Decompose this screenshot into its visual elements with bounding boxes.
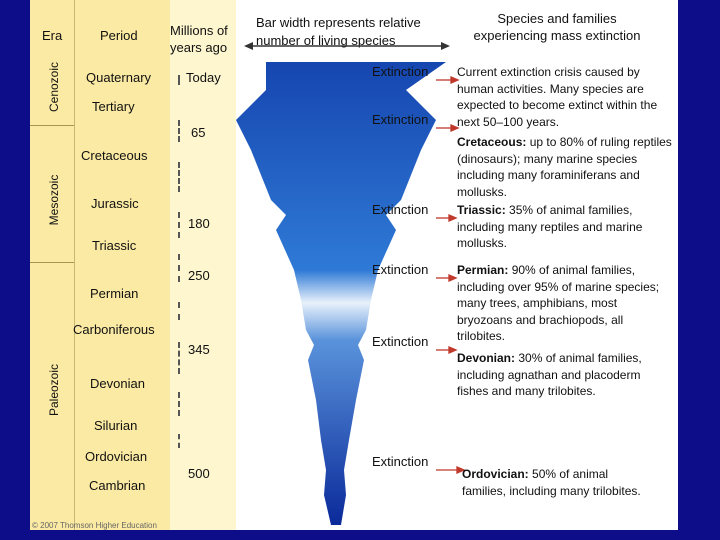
extinction-label-current: Extinction xyxy=(372,64,429,79)
dash-line xyxy=(178,392,180,416)
period-ordovician: Ordovician xyxy=(85,449,148,464)
era-header: Era xyxy=(42,28,63,43)
mya-header: Millions of years ago xyxy=(170,23,228,55)
mya-500: 500 xyxy=(188,466,210,481)
period-carboniferous: Carboniferous xyxy=(73,322,155,337)
extinction-label-devonian: Extinction xyxy=(372,334,429,349)
extinction-label-permian: Extinction xyxy=(372,262,429,277)
desc-current: Current extinction crisis caused by huma… xyxy=(457,65,658,129)
dash-line xyxy=(178,162,180,192)
mya-column xyxy=(170,0,236,530)
era-divider xyxy=(30,262,74,263)
era-cenozoic: Cenozoic xyxy=(47,61,61,113)
dash-line xyxy=(178,212,180,238)
dash-line xyxy=(178,75,180,85)
period-cretaceous: Cretaceous xyxy=(81,148,148,163)
extinction-label-cretaceous: Extinction xyxy=(372,112,429,127)
dash-line xyxy=(178,342,180,374)
period-header: Period xyxy=(100,28,138,43)
era-paleozoic: Paleozoic xyxy=(47,363,61,417)
period-cambrian: Cambrian xyxy=(89,478,146,493)
desc-ordovician: Ordovician: 50% of animal families, incl… xyxy=(462,467,641,498)
species-title: Species and families experiencing mass e… xyxy=(473,11,641,43)
extinction-label-triassic: Extinction xyxy=(372,202,429,217)
dash-line xyxy=(178,302,180,320)
slide: Era Period Millions of years ago Cenozoi… xyxy=(30,0,678,530)
mya-180: 180 xyxy=(188,216,210,231)
dash-line xyxy=(178,254,180,282)
desc-cretaceous: Cretaceous: up to 80% of ruling reptiles… xyxy=(457,135,672,199)
funnel-shape xyxy=(236,62,446,525)
era-divider xyxy=(30,125,74,126)
period-jurassic: Jurassic xyxy=(91,196,139,211)
period-silurian: Silurian xyxy=(94,418,138,433)
dash-line xyxy=(178,434,180,448)
period-permian: Permian xyxy=(90,286,139,301)
era-mesozoic: Mesozoic xyxy=(47,174,61,226)
period-tertiary: Tertiary xyxy=(92,99,135,114)
mya-today: Today xyxy=(186,70,221,85)
desc-triassic: Triassic: 35% of animal families, includ… xyxy=(457,203,643,250)
period-quaternary: Quaternary xyxy=(86,70,152,85)
period-triassic: Triassic xyxy=(92,238,137,253)
period-column xyxy=(75,0,170,530)
mya-65: 65 xyxy=(191,125,206,140)
bar-width-note: Bar width represents relative number of … xyxy=(256,15,421,48)
mya-345: 345 xyxy=(188,342,210,357)
desc-devonian: Devonian: 30% of animal families, includ… xyxy=(457,351,642,398)
mya-250: 250 xyxy=(188,268,210,283)
width-arrow xyxy=(244,42,450,50)
copyright: © 2007 Thomson Higher Education xyxy=(32,521,157,530)
period-devonian: Devonian xyxy=(90,376,145,391)
extinction-arrows xyxy=(436,76,466,474)
extinction-label-ordovician: Extinction xyxy=(372,454,429,469)
species-funnel xyxy=(236,62,446,525)
desc-permian: Permian: 90% of animal families, includi… xyxy=(457,263,660,343)
dash-line xyxy=(178,120,180,142)
era-column xyxy=(30,0,75,530)
